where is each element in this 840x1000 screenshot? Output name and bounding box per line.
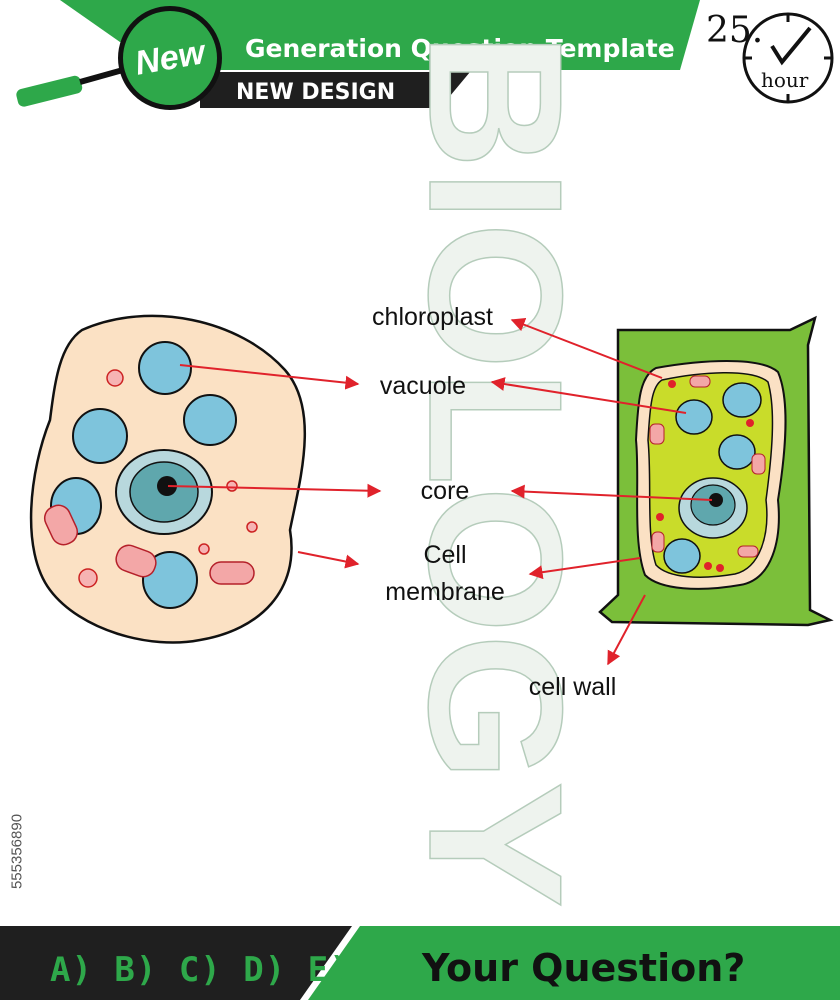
plant-vacuole bbox=[722, 382, 762, 418]
header-title: Generation Question Template bbox=[245, 34, 675, 63]
animal-vacuole bbox=[142, 551, 198, 609]
arrow-core-right bbox=[510, 484, 713, 501]
header-subtitle: NEW DESIGN bbox=[236, 80, 396, 105]
plant-nucleolus bbox=[709, 493, 723, 507]
clock-icon bbox=[742, 12, 834, 104]
animal-cell bbox=[29, 314, 307, 644]
plant-mitochondrion bbox=[689, 375, 711, 388]
answer-choices: A) B) C) D) E) bbox=[50, 950, 351, 990]
animal-vacuole bbox=[183, 394, 237, 446]
clock-number: 25. bbox=[706, 10, 764, 51]
animal-organelle bbox=[78, 568, 98, 588]
clock-unit: hour bbox=[761, 68, 809, 92]
arrow-membrane-left bbox=[297, 551, 360, 569]
chloroplast bbox=[656, 513, 664, 521]
animal-vacuole bbox=[72, 408, 128, 464]
plant-vacuole bbox=[718, 434, 756, 470]
logo-new-badge: New bbox=[118, 6, 222, 110]
arrow-core-left bbox=[167, 483, 382, 498]
arrow-chloroplast bbox=[510, 318, 663, 379]
arrow-vacuole-left bbox=[179, 364, 360, 390]
label-vacuole: vacuole bbox=[379, 372, 467, 400]
plant-mitochondrion bbox=[651, 531, 665, 553]
label-cell-membrane-1: Cell bbox=[423, 541, 467, 569]
chloroplast bbox=[704, 562, 712, 570]
plant-mitochondrion bbox=[737, 545, 759, 558]
watermark-text: BIOLOGY bbox=[389, 32, 601, 908]
animal-organelle bbox=[246, 521, 258, 533]
label-core: core bbox=[420, 477, 470, 505]
plant-vacuole bbox=[663, 538, 701, 574]
stock-id: 555356890 bbox=[8, 813, 26, 890]
label-cell-membrane-2: membrane bbox=[385, 578, 505, 606]
plant-cell bbox=[598, 315, 834, 627]
arrow-membrane-right bbox=[528, 557, 641, 580]
animal-organelle bbox=[198, 543, 210, 555]
plant-vacuole bbox=[675, 399, 713, 435]
chloroplast bbox=[716, 564, 724, 572]
animal-organelle bbox=[226, 480, 238, 492]
chloroplast bbox=[746, 419, 754, 427]
plant-mitochondrion bbox=[649, 423, 665, 445]
footer-band bbox=[0, 926, 840, 1000]
animal-organelle bbox=[106, 369, 124, 387]
animal-mitochondrion bbox=[43, 504, 79, 546]
label-chloroplast: chloroplast bbox=[372, 303, 493, 331]
arrow-vacuole-right bbox=[490, 377, 687, 414]
footer-question: Your Question? bbox=[422, 946, 746, 990]
label-cell-wall: cell wall bbox=[528, 673, 617, 701]
animal-mitochondrion bbox=[115, 544, 157, 578]
arrow-cell-wall bbox=[607, 594, 646, 666]
animal-vacuole bbox=[138, 341, 192, 395]
animal-nucleolus bbox=[157, 476, 177, 496]
animal-mitochondrion bbox=[209, 561, 255, 585]
chloroplast bbox=[668, 380, 676, 388]
plant-mitochondrion bbox=[751, 453, 766, 475]
